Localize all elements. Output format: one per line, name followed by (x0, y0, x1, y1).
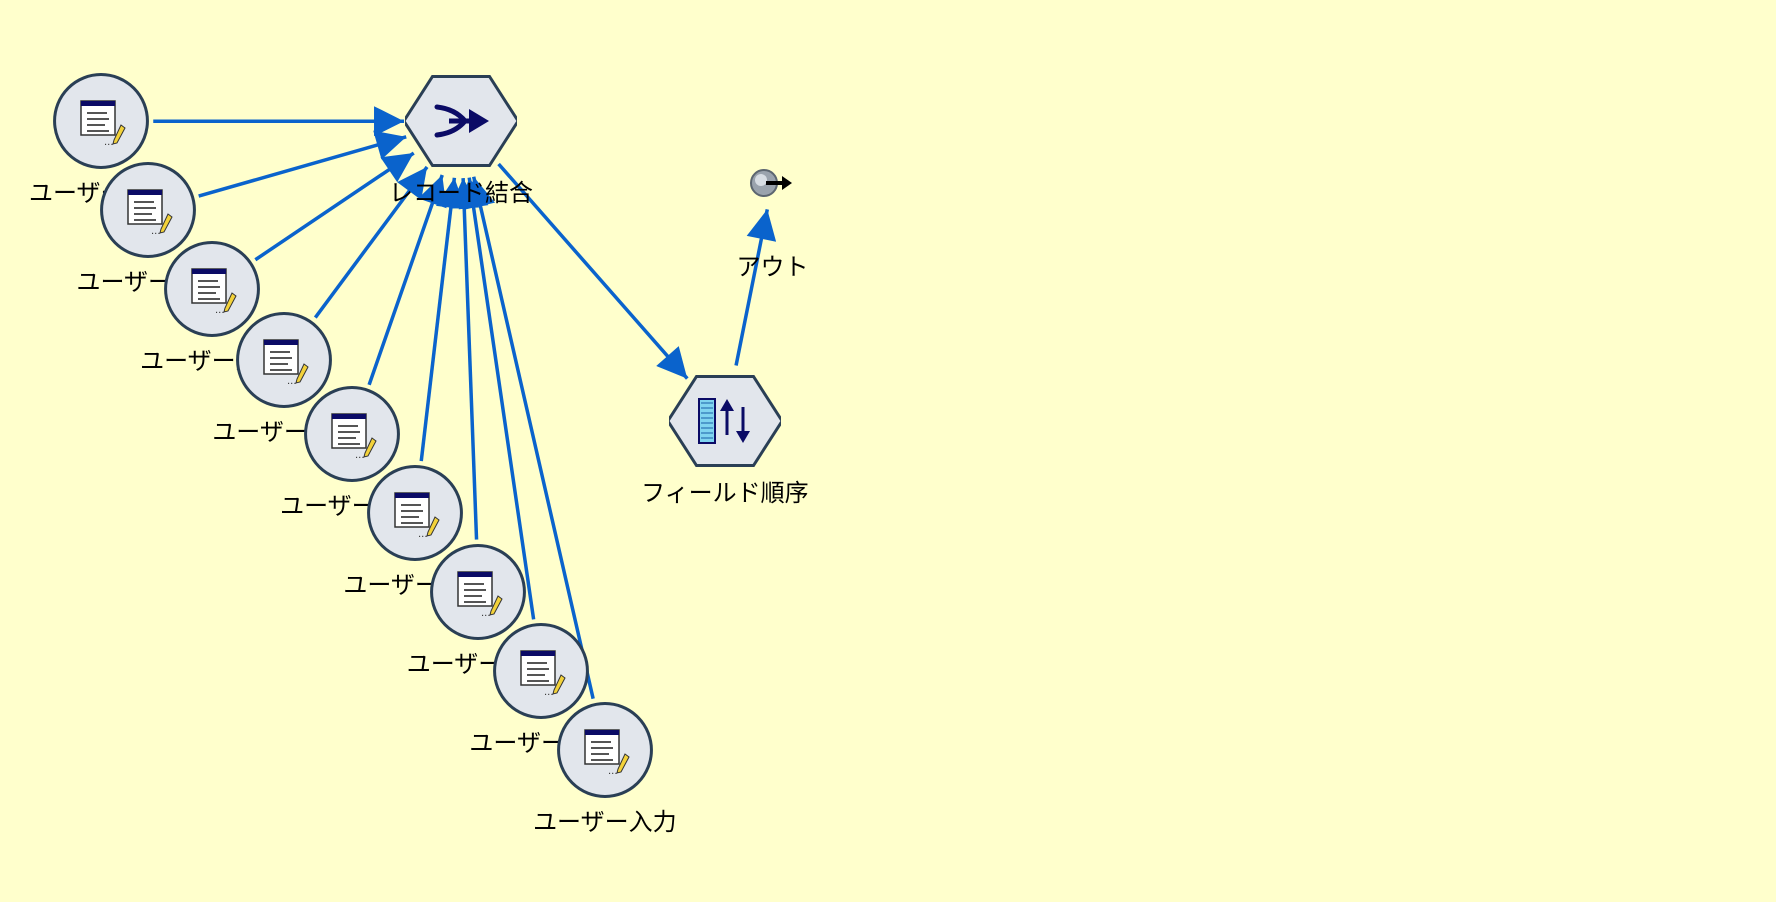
user-input-icon: ... (80, 100, 126, 148)
edge-ui6-to-append[interactable] (419, 177, 466, 462)
user-input-icon: ... (263, 338, 309, 387)
svg-text:...: ... (418, 529, 428, 540)
svg-text:...: ... (151, 226, 161, 237)
node-label-ui9: ユーザー入力 (533, 807, 677, 836)
edge-ui8-to-append[interactable] (458, 177, 536, 620)
svg-text:...: ... (544, 687, 554, 698)
edge-ui4-to-append[interactable] (313, 165, 429, 319)
node-label-fieldorder: フィールド順序 (641, 479, 809, 508)
user-input-icon: ... (457, 571, 504, 619)
user-input-icon: ... (584, 729, 630, 777)
node-ui9[interactable]: ... (549, 694, 661, 806)
field-reorder-icon (697, 398, 750, 445)
svg-text:...: ... (608, 766, 618, 777)
node-label-append: レコード結合 (388, 179, 533, 208)
node-ui8[interactable]: ... (485, 615, 597, 727)
node-shape-hexagon (666, 375, 784, 468)
node-fieldorder[interactable] (666, 365, 784, 477)
svg-text:...: ... (481, 608, 491, 619)
node-ui5[interactable]: ... (296, 378, 408, 490)
svg-text:...: ... (287, 376, 297, 387)
svg-text:...: ... (104, 137, 114, 148)
edge-ui9-to-append[interactable] (465, 176, 595, 700)
user-input-icon: ... (520, 650, 566, 698)
edge-ui5-to-append[interactable] (367, 174, 447, 386)
user-input-icon: ... (191, 268, 237, 316)
edge-ui7-to-append[interactable] (449, 178, 480, 540)
edge-append-to-fieldorder[interactable] (497, 162, 689, 380)
node-ui7[interactable]: ... (422, 536, 534, 648)
user-input-icon: ... (394, 492, 440, 540)
node-label-out: アウト (736, 253, 809, 282)
node-ui4[interactable]: ... (228, 304, 340, 416)
output-icon (750, 169, 793, 198)
edge-ui3-to-append[interactable] (254, 151, 415, 262)
node-ui6[interactable]: ... (359, 457, 471, 569)
user-input-icon: ... (331, 413, 377, 461)
edge-ui2-to-append[interactable] (198, 130, 407, 198)
node-out[interactable] (716, 127, 828, 239)
svg-text:...: ... (355, 450, 365, 461)
node-ui1[interactable]: ... (45, 65, 157, 177)
node-ui2[interactable]: ... (92, 154, 204, 266)
svg-text:...: ... (215, 305, 225, 316)
node-append[interactable] (402, 65, 520, 177)
append-icon (434, 104, 489, 138)
user-input-icon: ... (127, 189, 173, 237)
edge-fieldorder-to-out[interactable] (734, 209, 777, 366)
node-ui3[interactable]: ... (156, 233, 268, 345)
